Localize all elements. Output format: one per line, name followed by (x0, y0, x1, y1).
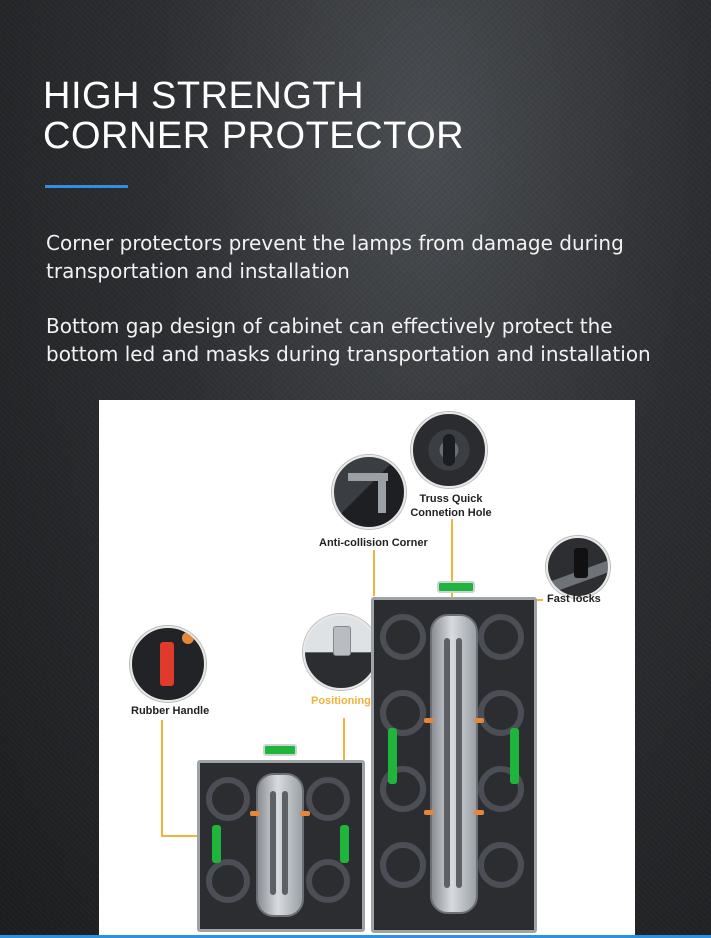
short-cabinet-left-handle (212, 825, 221, 863)
bottom-accent-line (0, 935, 711, 938)
anti-collision-thumbnail (332, 455, 406, 529)
title-line-2: CORNER PROTECTOR (43, 115, 465, 157)
tall-cabinet-top-handle (437, 581, 475, 593)
rubber-handle-thumbnail (130, 626, 206, 702)
rubber-handle-leader-vertical (161, 720, 163, 836)
title-line-1: HIGH STRENGTH (43, 75, 365, 117)
description-paragraph-2: Bottom gap design of cabinet can effecti… (46, 314, 651, 366)
short-cabinet-top-handle (263, 744, 297, 756)
truss-hole-label: Truss Quick Connetion Hole (410, 493, 492, 519)
product-diagram: Truss Quick Connetion Hole Anti-collisio… (99, 400, 635, 938)
tall-cabinet-right-handle (510, 728, 519, 784)
rubber-handle-leader-horizontal (161, 835, 211, 837)
short-cabinet (197, 760, 365, 932)
truss-leader-line (451, 519, 453, 597)
fast-locks-label: Fast locks (547, 593, 601, 605)
anti-collision-leader-line (373, 550, 375, 596)
short-cabinet-right-handle (340, 825, 349, 863)
title-accent-bar (45, 185, 128, 188)
tall-cabinet (371, 597, 537, 933)
fast-locks-thumbnail (546, 536, 610, 598)
positioning-pin-thumbnail (303, 614, 379, 690)
short-cabinet-spine (256, 773, 304, 917)
page-title: HIGH STRENGTH CORNER PROTECTOR (43, 76, 464, 156)
positioning-pin-leader-line (343, 718, 345, 760)
anti-collision-label: Anti-collision Corner (319, 537, 428, 549)
truss-hole-thumbnail (411, 412, 487, 488)
tall-cabinet-spine (430, 614, 478, 914)
description-paragraph-1: Corner protectors prevent the lamps from… (46, 231, 624, 283)
rubber-handle-label: Rubber Handle (131, 705, 210, 717)
tall-cabinet-left-handle (388, 728, 397, 784)
